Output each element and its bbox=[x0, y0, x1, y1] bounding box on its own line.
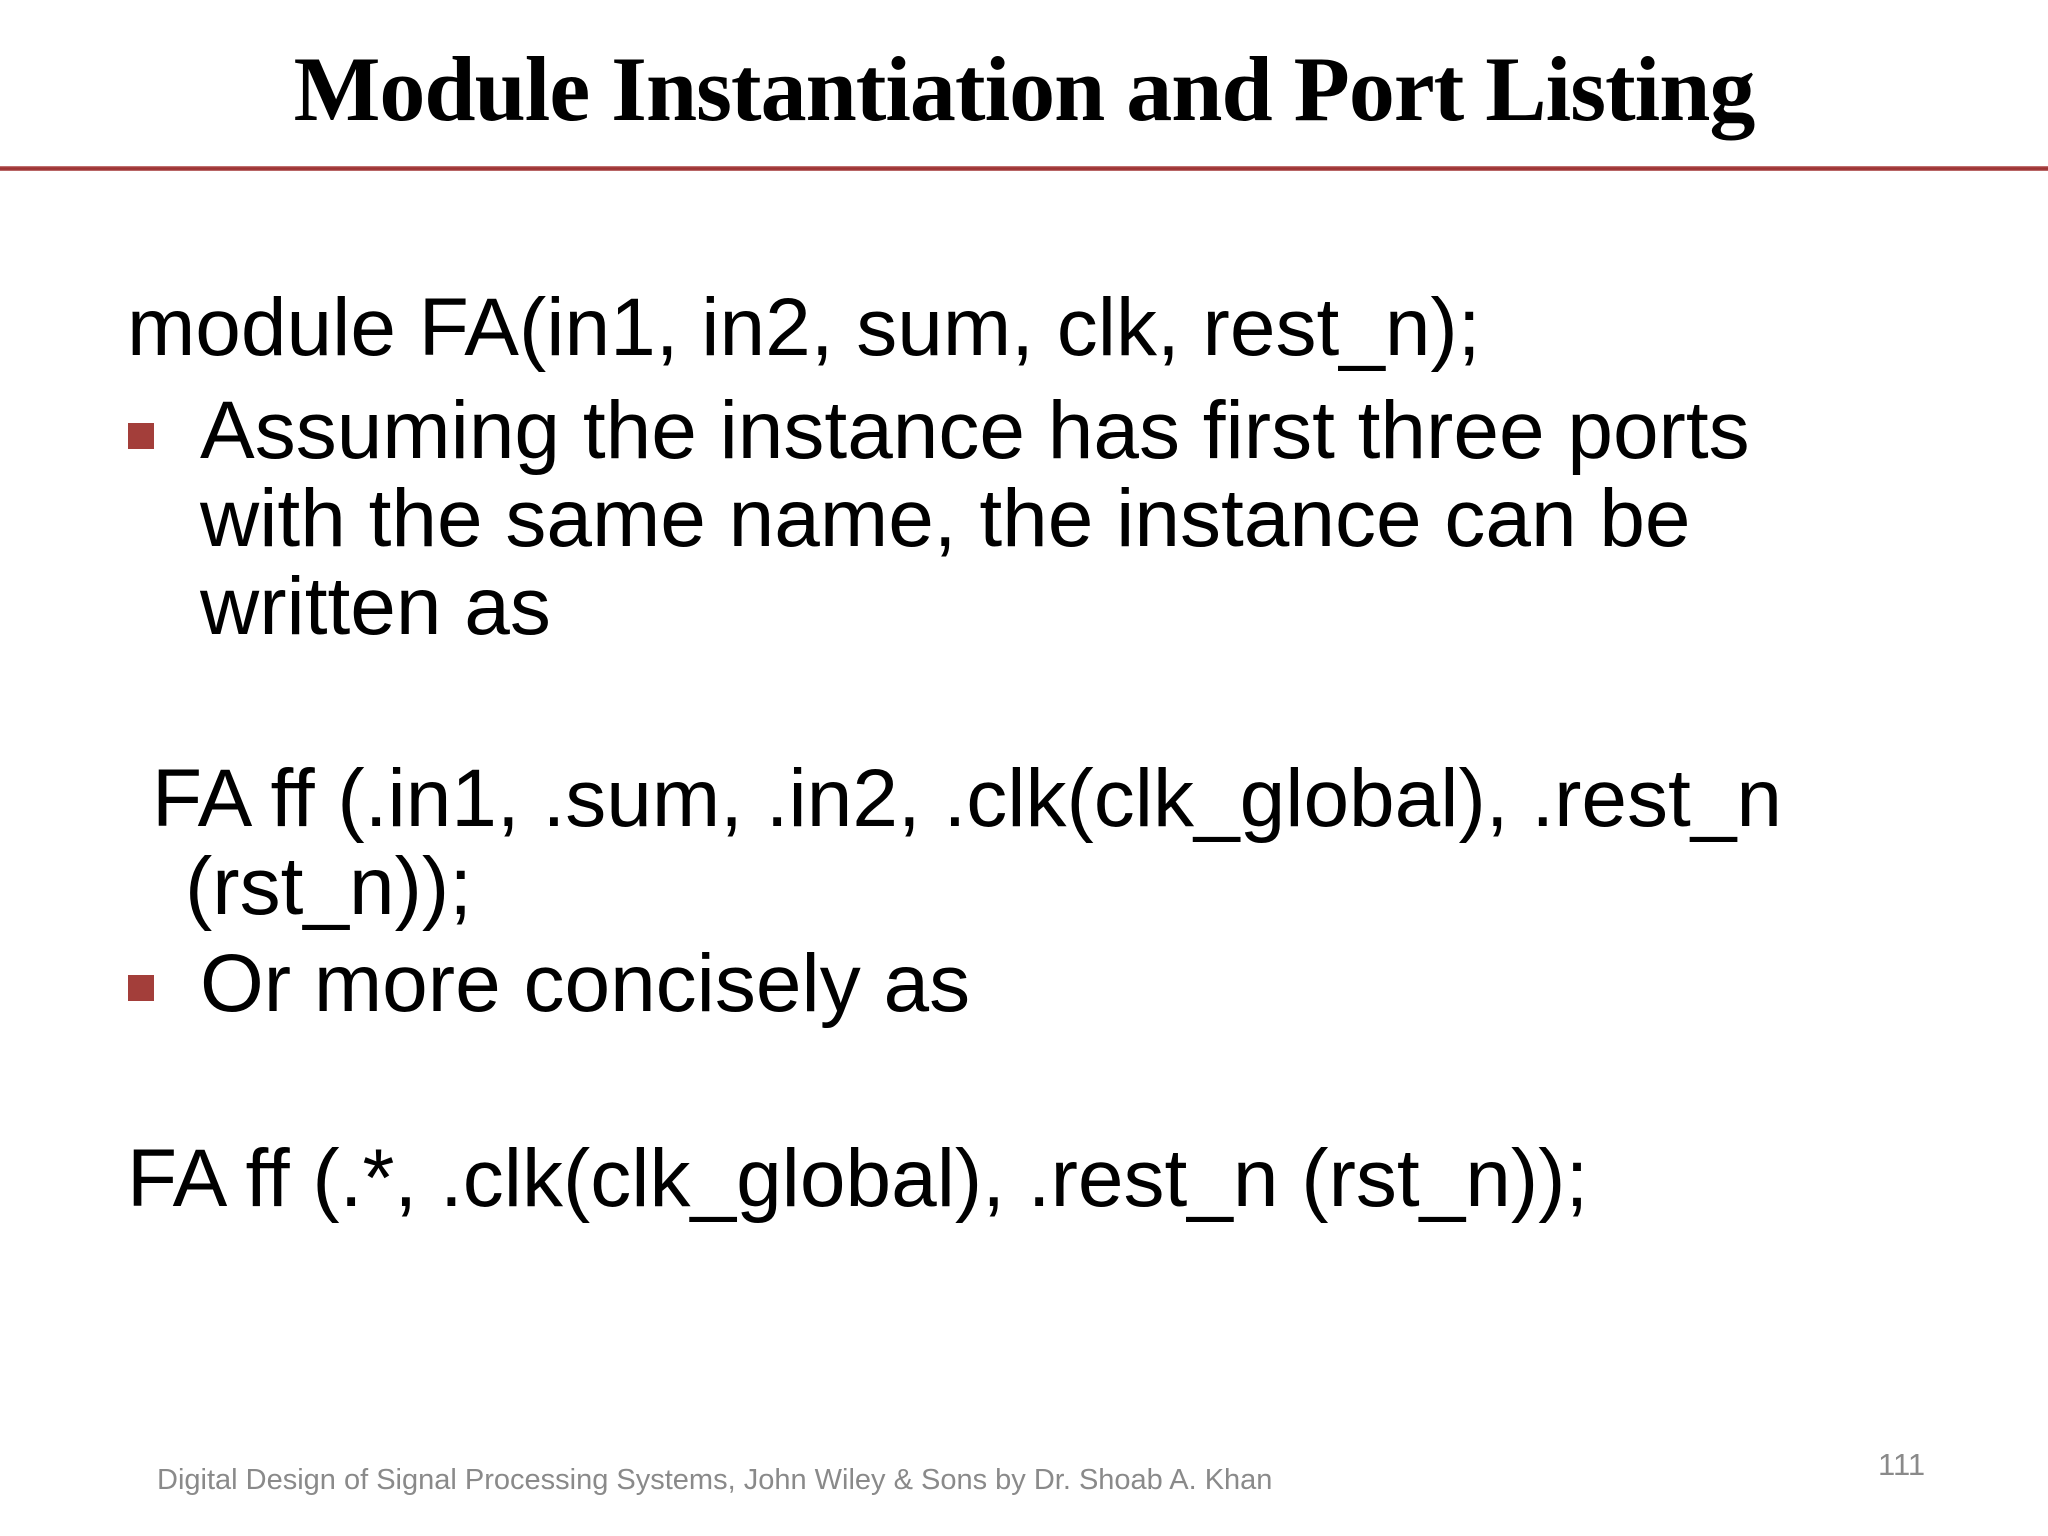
code-instance-wildcard: FA ff (.*, .clk(clk_global), .rest_n (rs… bbox=[127, 1133, 1589, 1224]
bullet-text: Assuming the instance has first three po… bbox=[200, 387, 1750, 651]
bullet-text-line: Assuming the instance has first three po… bbox=[200, 385, 1750, 476]
code-line-continuation: (rst_n)); bbox=[185, 841, 472, 932]
bullet-text-line: with the same name, the instance can be bbox=[200, 473, 1691, 564]
footer-citation: Digital Design of Signal Processing Syst… bbox=[157, 1464, 1273, 1496]
bullet-text: Or more concisely as bbox=[200, 938, 971, 1029]
code-module-declaration: module FA(in1, in2, sum, clk, rest_n); bbox=[127, 282, 1481, 373]
bullet-text-line: written as bbox=[200, 561, 551, 652]
bullet-square-icon bbox=[128, 423, 154, 449]
code-instance-named-ports: FA ff (.in1, .sum, .in2, .clk(clk_global… bbox=[152, 755, 1782, 931]
bullet-square-icon bbox=[128, 975, 154, 1001]
slide-title: Module Instantiation and Port Listing bbox=[293, 38, 1756, 140]
code-line: FA ff (.in1, .sum, .in2, .clk(clk_global… bbox=[152, 753, 1783, 844]
title-divider-rule bbox=[0, 166, 2048, 171]
page-number: 111 bbox=[1878, 1447, 1926, 1482]
